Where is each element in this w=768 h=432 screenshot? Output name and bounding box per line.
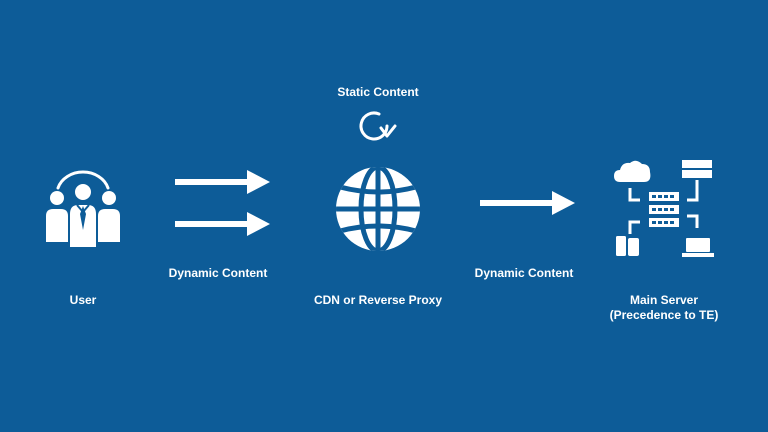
edge-label-user-proxy: Dynamic Content xyxy=(168,266,268,280)
edge-label-proxy-server: Dynamic Content xyxy=(474,266,574,280)
server-label: Main Server (Precedence to TE) xyxy=(592,293,736,323)
server-label-line1: Main Server xyxy=(629,293,699,307)
user-label: User xyxy=(69,293,97,307)
server-label-line2: (Precedence to TE) xyxy=(609,308,719,322)
server-network-icon xyxy=(614,160,714,257)
proxy-label: CDN or Reverse Proxy xyxy=(313,293,443,307)
arrow-right-icon xyxy=(175,170,270,194)
user-group-icon xyxy=(46,170,120,249)
refresh-cycle-icon xyxy=(359,111,397,141)
arrow-right-icon xyxy=(480,191,575,215)
static-content-label: Static Content xyxy=(337,85,419,99)
arrow-right-icon xyxy=(175,212,270,236)
globe-icon xyxy=(336,167,420,251)
